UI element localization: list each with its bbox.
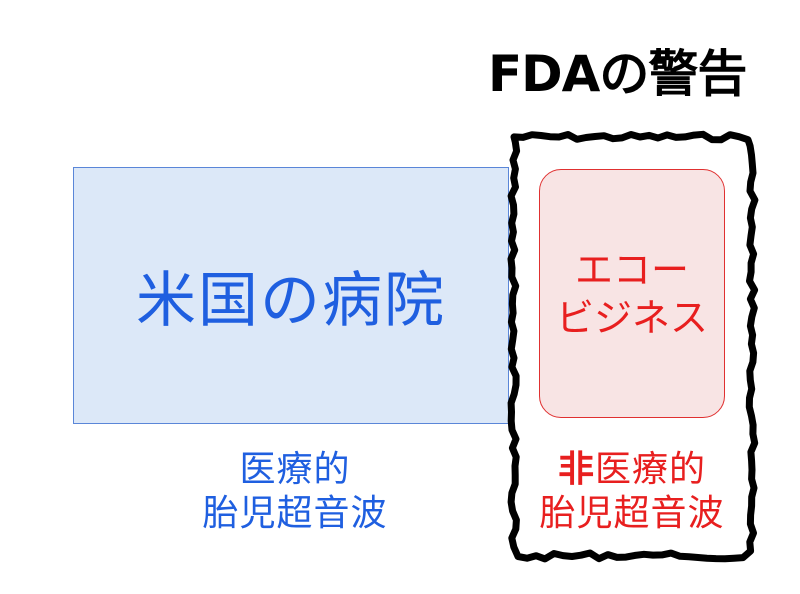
non-prefix: 非 (557, 449, 595, 490)
us-hospital-box: 米国の病院 (73, 167, 509, 424)
us-hospital-label: 米国の病院 (136, 266, 446, 336)
medical-caption-line1: 医療的 (239, 449, 351, 490)
echo-business-box: エコー ビジネス (539, 169, 725, 418)
echo-business-label-line2: ビジネス (555, 295, 708, 340)
non-medical-caption-line2: 胎児超音波 (539, 493, 725, 534)
non-medical-caption-line1: 医療的 (595, 449, 707, 490)
echo-business-label-line1: エコー (574, 247, 689, 292)
warning-title: FDAの警告 (488, 45, 747, 103)
non-medical-caption: 非医療的 胎児超音波 (522, 448, 742, 536)
medical-caption-line2: 胎児超音波 (202, 493, 388, 534)
medical-caption: 医療的 胎児超音波 (190, 448, 400, 536)
